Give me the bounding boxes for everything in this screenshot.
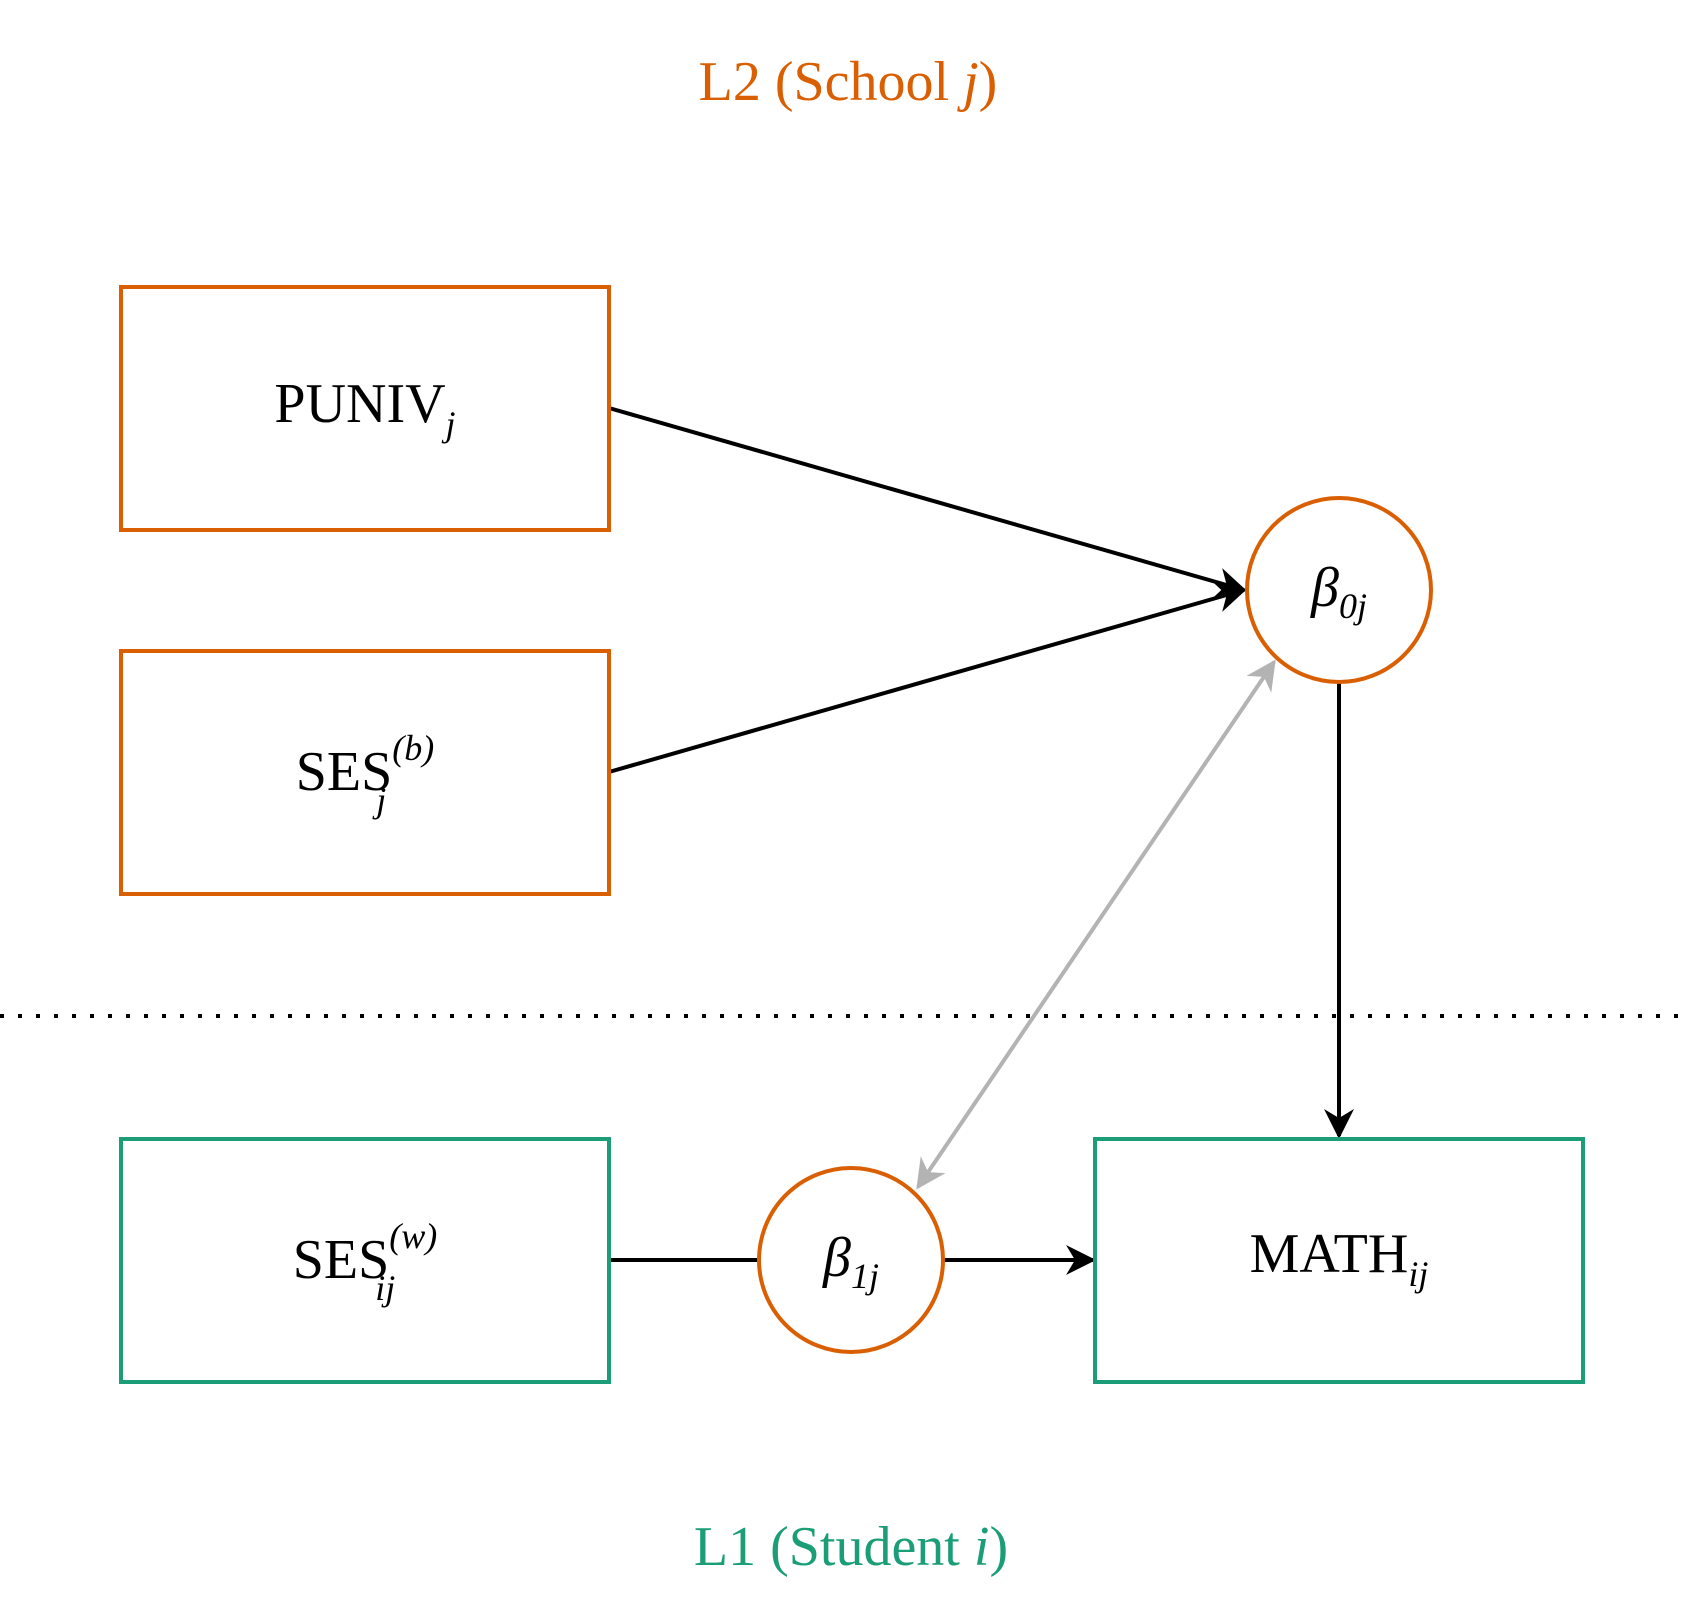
level2-title: L2 (School j) (699, 51, 998, 113)
node-beta0-circle (1245, 496, 1433, 684)
node-ses-within-box (119, 1137, 611, 1384)
ses-between-label: SES(b)j (296, 728, 434, 820)
node-beta1-circle (757, 1166, 945, 1354)
beta1-label: β1j (822, 1227, 879, 1296)
ses-within-label: SES(w)ij (293, 1216, 438, 1308)
level1-title: L1 (Student i) (694, 1516, 1008, 1578)
beta0-label: β0j (1310, 557, 1367, 626)
math-label: MATHij (1250, 1223, 1429, 1294)
node-math-box (1093, 1137, 1585, 1384)
node-puniv-box (119, 285, 611, 532)
covariance-beta0-beta1 (916, 659, 1276, 1190)
edge-sesb-to-beta0 (608, 583, 1247, 774)
edge-puniv-to-beta0 (608, 406, 1247, 597)
node-ses-between-box (119, 649, 611, 896)
puniv-label: PUNIVj (274, 373, 455, 444)
